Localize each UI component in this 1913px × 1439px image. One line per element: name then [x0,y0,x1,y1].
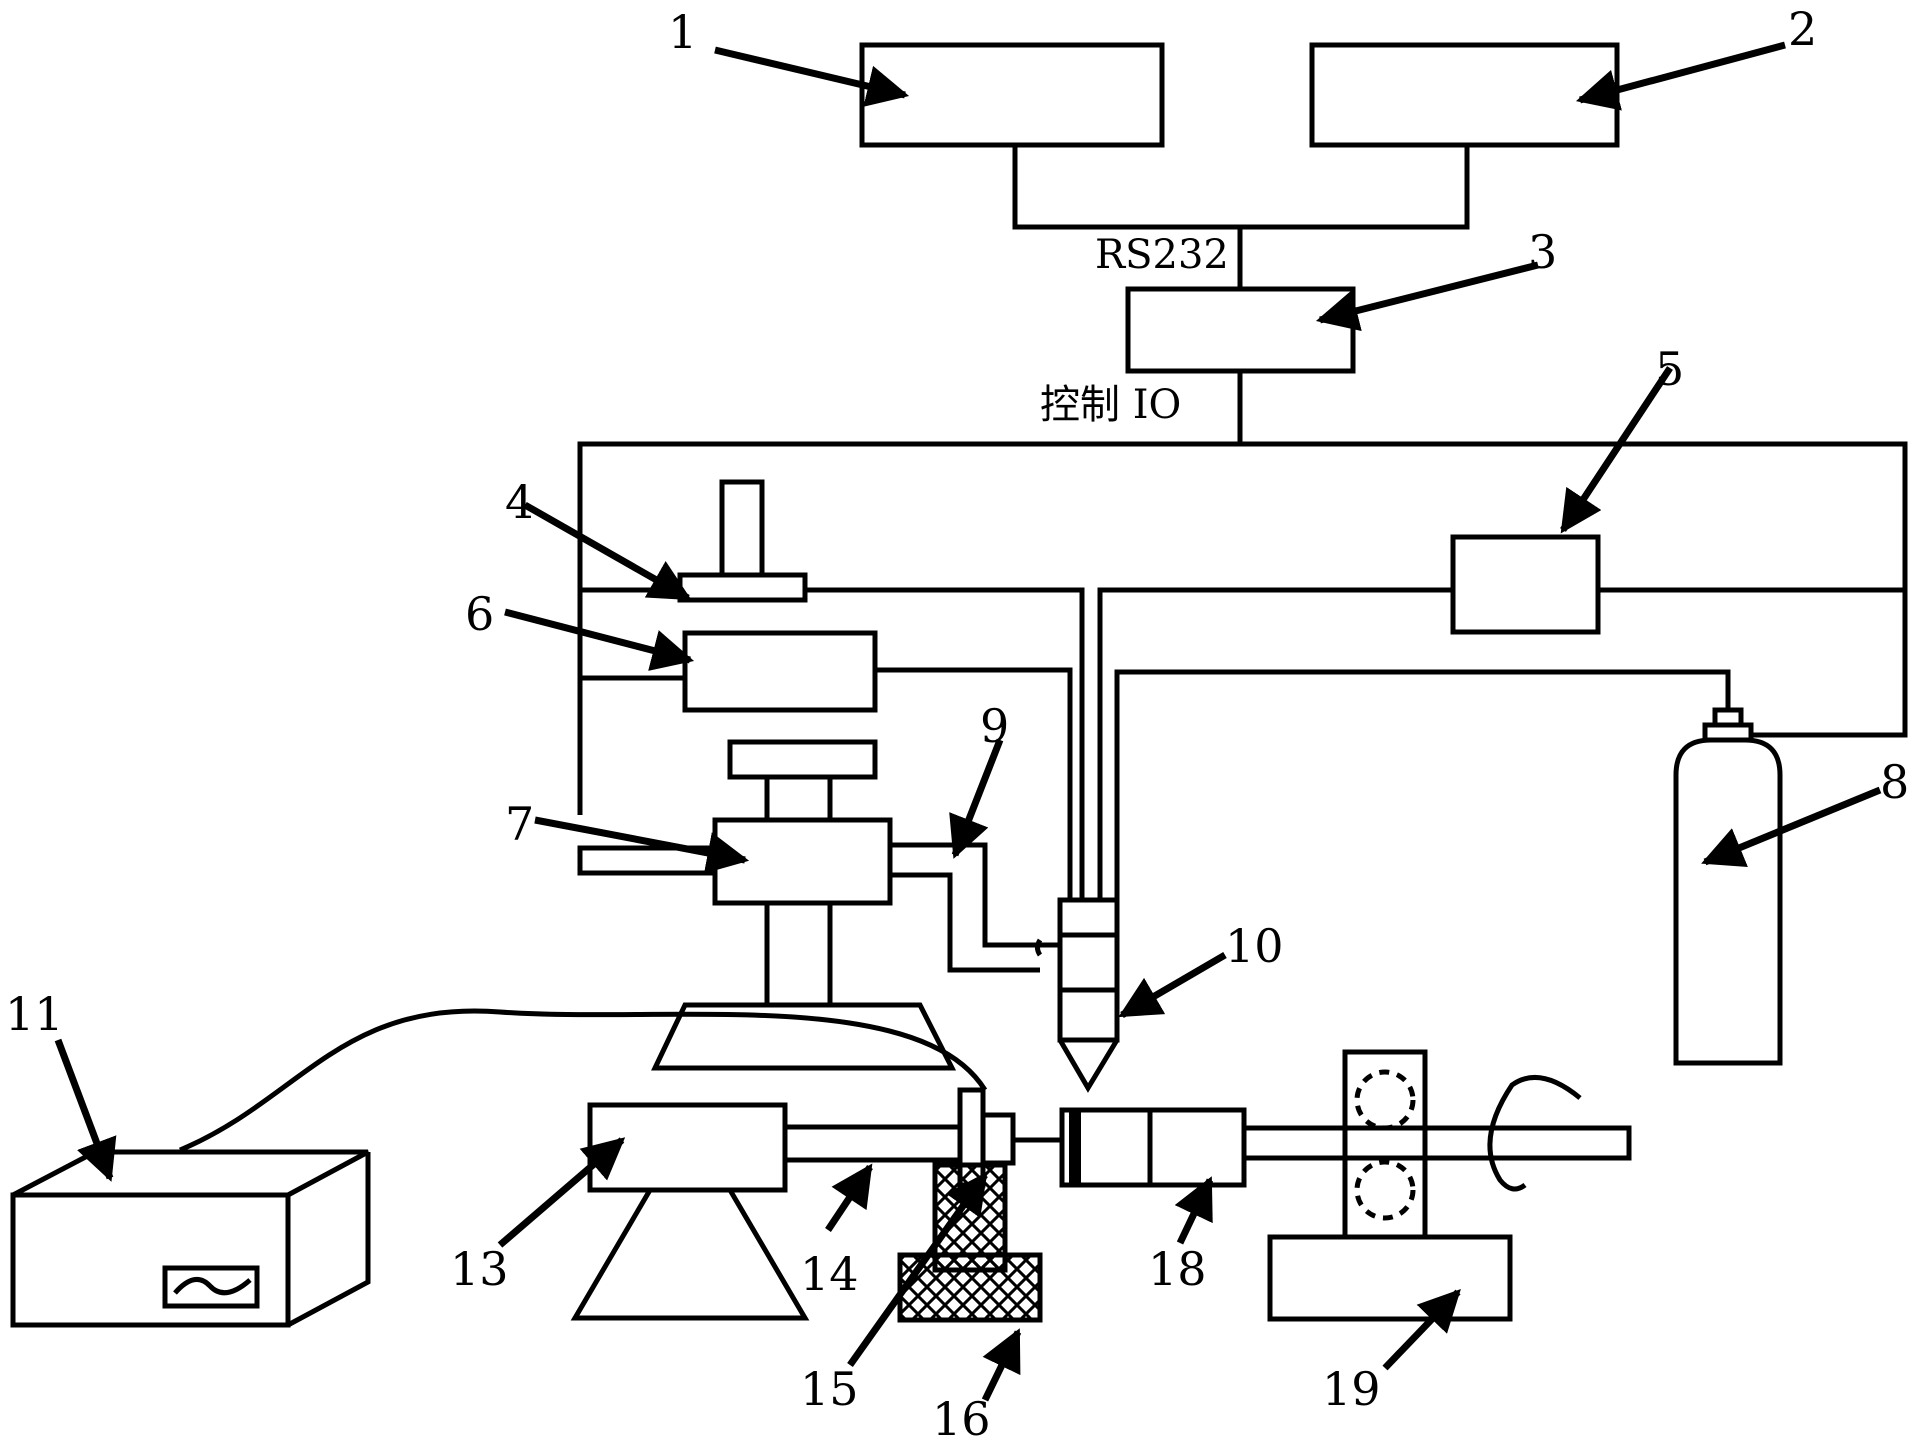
base-trapezoid [651,1002,957,1071]
torch-10 [1057,897,1120,1043]
callout-13: 13 [450,1242,509,1296]
callout-14: 14 [800,1247,859,1301]
component-4-stem [719,479,765,578]
power-cable [179,1008,988,1153]
callout-18: 18 [1148,1242,1207,1296]
callout-9: 9 [980,699,1009,753]
shaft-14 [782,1124,963,1163]
component-4-base [677,572,808,603]
control-io-label: 控制 IO [1040,382,1181,428]
callout-19: 19 [1322,1362,1381,1416]
callout-16: 16 [932,1392,991,1439]
box-6 [682,630,878,713]
box-1 [859,42,1165,148]
callout-5: 5 [1655,342,1684,396]
box-5 [1450,534,1601,635]
output-rod [1241,1125,1632,1161]
box-11-display [162,1265,260,1309]
callout-7: 7 [505,797,534,851]
box-3 [1125,286,1356,374]
callout-15: 15 [800,1362,859,1416]
link-boxes-1-2 [1012,145,1470,230]
callout-3: 3 [1528,225,1557,279]
motor-13 [587,1102,788,1193]
callout-2: 2 [1788,2,1817,56]
roller-frame [1342,1049,1428,1240]
gas-line [1114,669,1731,900]
tube-9 [890,842,1060,948]
box-11-front [10,1192,291,1328]
rotation-arrow [1487,1075,1582,1192]
box-19 [1267,1234,1513,1322]
callout-4: 4 [505,475,534,529]
box-2 [1309,42,1620,148]
rs232-label: RS232 [1095,232,1229,278]
gas-cylinder-8 [1673,737,1783,1066]
callout-1: 1 [668,5,697,59]
callout-10: 10 [1225,919,1284,973]
callout-6: 6 [465,587,494,641]
callout-11: 11 [5,987,64,1041]
callout-8: 8 [1880,755,1909,809]
workpiece-18 [1059,1107,1247,1188]
top-block [727,739,878,780]
control-bus [577,441,1908,815]
